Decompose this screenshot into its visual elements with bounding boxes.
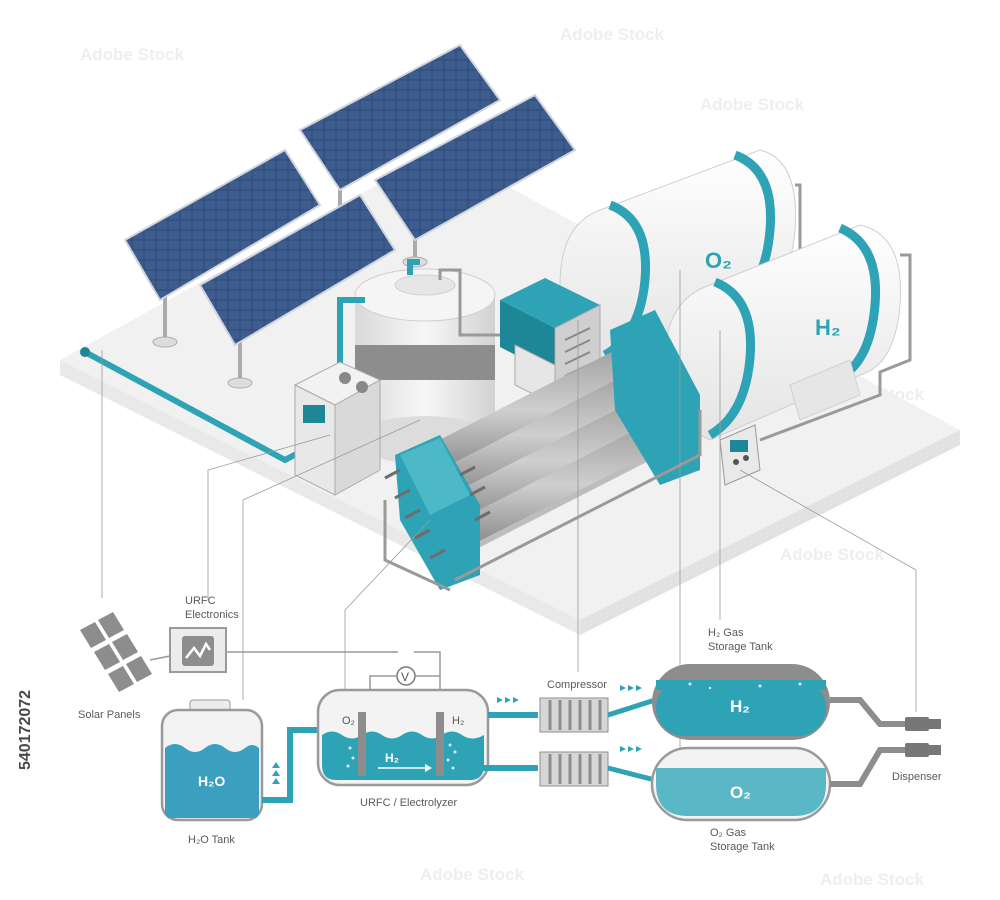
urfc-electronics-label-line2: Electronics [185,609,239,621]
waveform-icon [185,641,212,659]
h2-storage-label-line2: Storage Tank [708,641,773,653]
electrolyzer-o2-label: O₂ [342,715,355,727]
electrolyzer-stack-3d [383,310,702,592]
o2-storage-label-line1: O₂ Gas [710,827,747,839]
compressor-o2 [539,751,609,787]
watermark-text: Adobe Stock [700,95,804,114]
o2-tank-label: O₂ [705,248,732,273]
solar-panel [123,148,322,348]
electrolyzer-h2-label: H₂ [452,715,464,727]
h2o-symbol: H₂O [198,773,225,789]
watermark-text: Adobe Stock [420,865,524,884]
watermark-text: Adobe Stock [80,45,184,64]
dispenser-label: Dispenser [892,771,942,783]
isometric-illustration: O₂ H₂ [60,43,960,635]
solar-panel [198,193,397,389]
dispenser-nozzle-icon [905,717,941,757]
schematic: Solar Panels URFC Electronics V H₂O H₂O … [78,595,942,853]
h2-tank-symbol: H₂ [730,697,750,716]
o2-storage-tank: O₂ [650,746,832,822]
urfc-electrolyzer: O₂ H₂ H₂ [316,688,490,787]
solar-panel-icon [80,612,152,692]
h2o-tank: H₂O [160,699,264,822]
electrolyzer-flow-label: H₂ [385,751,399,765]
h2-storage-label-line1: H₂ Gas [708,627,744,639]
flow-arrows-right [620,685,642,752]
urfc-electronics-label-line1: URFC [185,595,216,607]
urfc-electronics-box [169,627,227,673]
voltmeter-label: V [401,670,409,684]
h2-storage-tank: H₂ [652,664,830,740]
compressor-h2 [539,697,609,733]
solar-panels-label: Solar Panels [78,709,141,721]
watermark-text: Adobe Stock [560,25,664,44]
h2o-tank-label: H₂O Tank [188,834,235,846]
solar-array [123,43,577,389]
watermark-text: Adobe Stock [820,870,924,889]
h2-tank-label: H₂ [815,315,841,340]
watermark-text: Adobe Stock [780,545,884,564]
flow-arrows-up [272,762,280,784]
h2-storage-tank-3d: H₂ [664,223,912,442]
urfc-electrolyzer-label: URFC / Electrolyzer [360,797,458,809]
dispenser-unit-3d [719,424,761,486]
side-id-text: 540172072 [17,690,34,770]
o2-tank-symbol: O₂ [730,783,751,802]
urfc-electronics-3d [293,361,382,496]
o2-storage-label-line2: Storage Tank [710,841,775,853]
flow-arrows-right [497,697,519,703]
compressor-label: Compressor [547,679,607,691]
